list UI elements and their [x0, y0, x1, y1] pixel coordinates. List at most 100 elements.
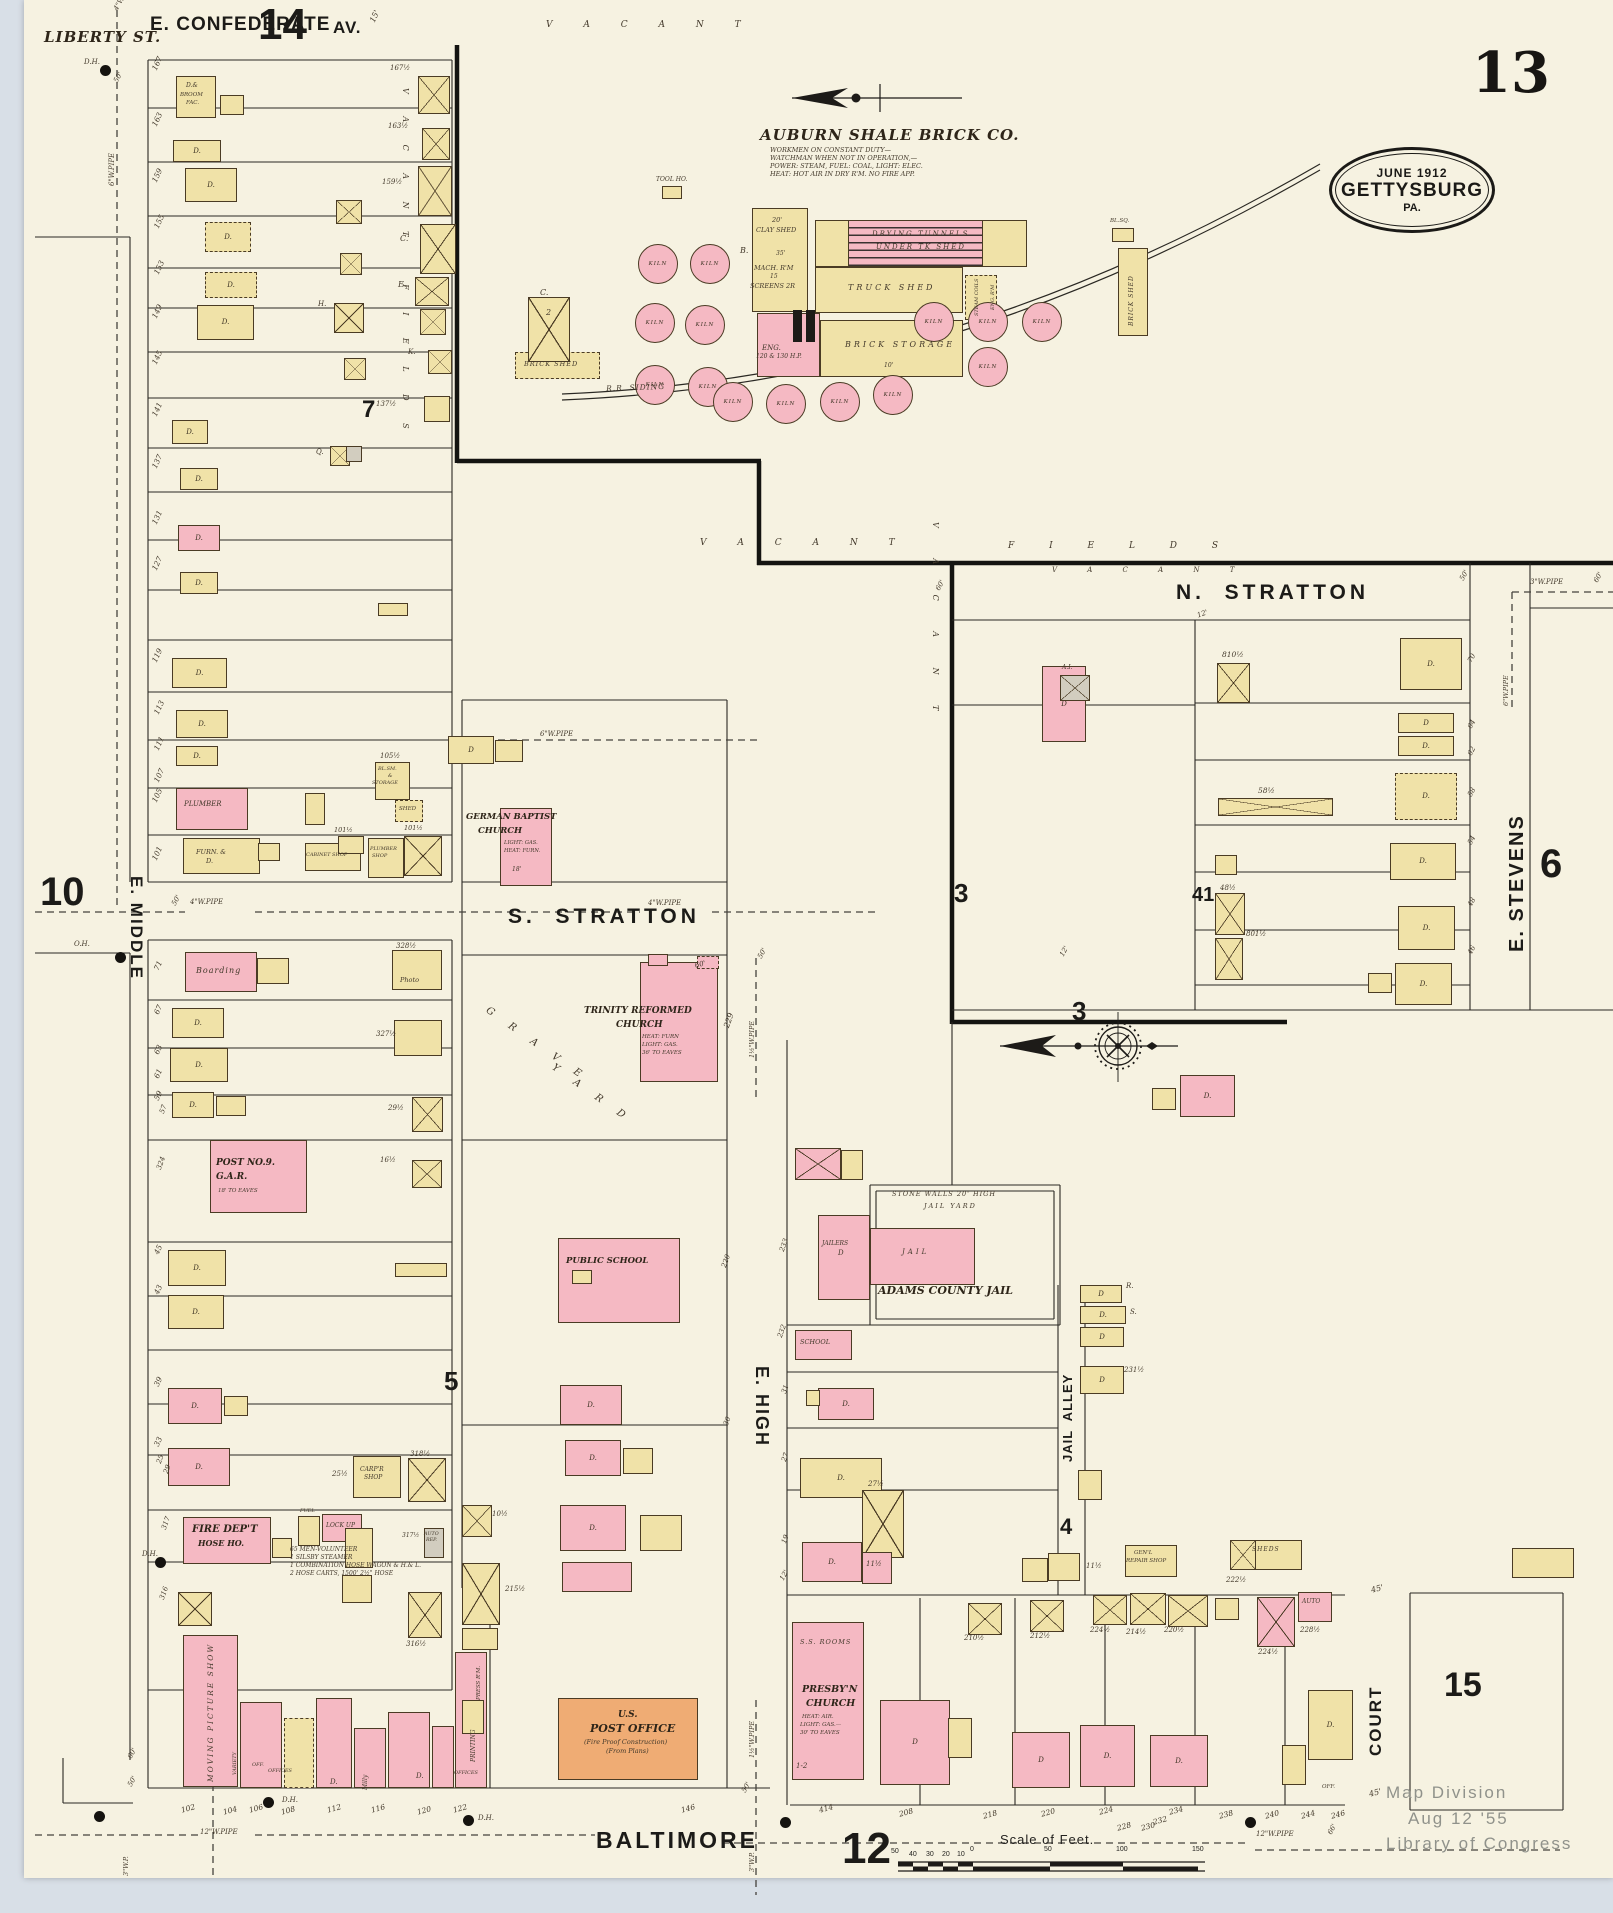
- building-dwelling: D.: [168, 1250, 226, 1286]
- building: [375, 762, 410, 800]
- building: [420, 224, 456, 274]
- kiln-label: KILN: [645, 382, 665, 388]
- map-label: V A C A N T: [1052, 566, 1249, 574]
- map-label: 3"W.PIPE: [1530, 578, 1564, 586]
- map-label: 29½: [388, 1104, 404, 1112]
- map-label: SCHOOL: [800, 1338, 831, 1346]
- map-label: 12"W.PIPE: [200, 1828, 238, 1836]
- building-dwelling: D.: [197, 305, 254, 340]
- building-dwelling: D.: [172, 658, 227, 688]
- building-label: D.: [195, 474, 203, 483]
- building-label: D.: [198, 719, 206, 728]
- building-dwelling: D.: [180, 572, 218, 594]
- kiln: KILN: [766, 384, 806, 424]
- building: [848, 220, 983, 267]
- building: [183, 1635, 238, 1787]
- building: [412, 1097, 443, 1132]
- map-label: OFF.: [1322, 1784, 1336, 1790]
- building: [572, 1270, 592, 1284]
- map-label: D.H.: [282, 1796, 298, 1804]
- building: [424, 396, 450, 422]
- kiln-label: KILN: [695, 322, 715, 328]
- hydrant-dot: [155, 1557, 166, 1568]
- building: [395, 800, 423, 822]
- building-label: D.: [193, 1263, 201, 1272]
- building: [216, 1096, 246, 1116]
- building: [806, 1390, 820, 1406]
- building-label: D.: [587, 1400, 595, 1409]
- building-label: D.: [195, 1060, 203, 1069]
- building: [408, 1458, 446, 1502]
- map-label: AUTO: [424, 1532, 439, 1537]
- map-label: E. MIDDLE: [127, 876, 146, 980]
- map-label: AUTO: [1302, 1598, 1321, 1605]
- building-dwelling: D.: [1390, 843, 1456, 880]
- building-label: D.: [1103, 1751, 1112, 1760]
- building: [368, 838, 404, 878]
- map-label: LIGHT: GAS.: [504, 840, 538, 846]
- map-label: 3: [1072, 996, 1087, 1026]
- building: [330, 446, 350, 466]
- building: [298, 1516, 320, 1546]
- map-label: 20: [942, 1851, 950, 1858]
- map-label: ENG.: [762, 344, 781, 352]
- building-dwelling: D.: [1150, 1735, 1208, 1787]
- map-label: 16½: [380, 1156, 396, 1164]
- map-label: CLAY SHED: [756, 226, 797, 234]
- map-label: 30' TO EAVES: [800, 1730, 840, 1736]
- map-label: TRINITY REFORMED: [584, 1006, 692, 1016]
- kiln: KILN: [873, 375, 913, 415]
- map-label: 317½: [402, 1532, 420, 1539]
- map-label: 58½: [1258, 786, 1275, 795]
- map-label: 220½: [1164, 1626, 1185, 1634]
- map-label: 231½: [1124, 1366, 1145, 1374]
- map-label: 801½: [1246, 930, 1267, 938]
- building: [500, 808, 552, 886]
- building: [334, 303, 364, 333]
- building: [345, 1528, 373, 1568]
- building: [1112, 228, 1134, 242]
- building-label: D.: [189, 1100, 197, 1109]
- building: [1215, 893, 1245, 935]
- map-label: STONE WALLS 20' HIGH: [892, 1190, 997, 1198]
- map-label: V A C A N T: [546, 20, 755, 30]
- map-label: STEAM COILS: [974, 278, 980, 316]
- map-label: D.H.: [478, 1814, 494, 1822]
- stamp-city: GETTYSBURG: [1341, 180, 1483, 201]
- building: [792, 1622, 864, 1780]
- kiln: KILN: [820, 382, 860, 422]
- map-label: DRYING TUNNELS: [872, 230, 970, 238]
- map-label: 159½: [382, 178, 403, 186]
- building-label: D: [1423, 718, 1429, 727]
- building: [462, 1505, 492, 1537]
- building-dwelling: D.: [180, 468, 218, 490]
- scale-bar: [898, 1861, 1205, 1872]
- building: [870, 1228, 975, 1285]
- map-label: 215½: [505, 1585, 526, 1593]
- building-label: D.: [1422, 792, 1430, 800]
- map-label: SCREENS 2R: [750, 282, 796, 290]
- building-label: D.: [193, 751, 201, 760]
- map-label: Boarding: [196, 966, 242, 975]
- building-label: D.: [837, 1473, 845, 1482]
- kiln-label: KILN: [645, 320, 665, 326]
- kiln: KILN: [690, 244, 730, 284]
- map-label: 222½: [1226, 1576, 1247, 1584]
- map-label: 12: [842, 1824, 891, 1873]
- building-dwelling: D.: [205, 272, 257, 298]
- map-label: 18': [512, 866, 522, 873]
- building: [1130, 1593, 1166, 1625]
- building-label: D.: [842, 1399, 850, 1408]
- map-label: 5: [444, 1366, 459, 1396]
- map-label: GEN'L: [1134, 1550, 1153, 1556]
- building-label: D.: [1422, 741, 1430, 750]
- map-label: 318½: [410, 1450, 431, 1458]
- map-label: 10': [884, 362, 894, 369]
- map-label: PLUMBER: [184, 800, 222, 808]
- building: [1282, 1745, 1306, 1785]
- building-label: D.: [195, 533, 203, 542]
- building-dwelling: D.: [176, 710, 228, 738]
- map-label: TRUCK SHED: [848, 283, 936, 292]
- kiln-label: KILN: [1032, 319, 1052, 325]
